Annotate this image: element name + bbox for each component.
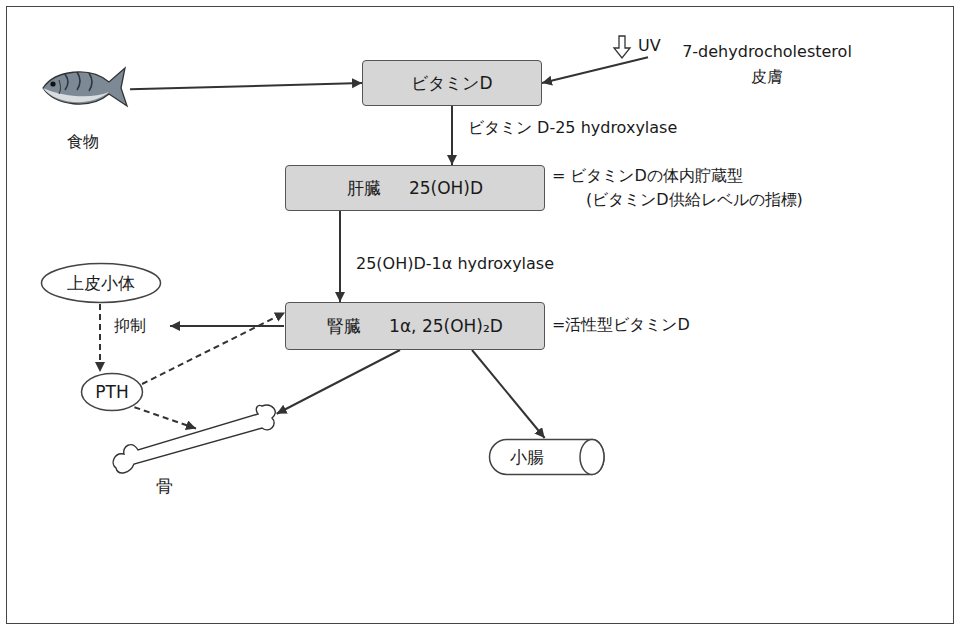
source-text: 7-dehydrocholesterol: [682, 42, 852, 61]
food-illustration: 食物: [35, 58, 130, 156]
flow-arrow: [339, 211, 341, 302]
cylinder-outline: [488, 438, 606, 476]
flow-arrow: [472, 350, 545, 438]
shape-text: 上皮小体: [67, 273, 135, 293]
parathyroid-oval: 上皮小体: [40, 262, 162, 304]
bone-drawing: [112, 402, 280, 482]
dashed-arrow: [142, 313, 285, 384]
inhibition-label: 抑制: [112, 316, 148, 336]
skin-source: 7-dehydrocholesterol 皮膚: [648, 36, 886, 92]
kidney-box: 腎臓 1α, 25(OH)₂D: [285, 302, 545, 350]
uv-label: UV: [636, 36, 663, 56]
shape-text: PTH: [95, 382, 128, 402]
shape-text: 小腸: [510, 447, 544, 467]
intestine-cylinder: 小腸: [488, 438, 606, 476]
box-text: 肝臓: [347, 178, 381, 198]
flow-arrow: [130, 83, 362, 89]
bone-illustration: 骨: [112, 402, 280, 500]
dashed-arrow: [134, 407, 196, 428]
illustration-label: 骨: [156, 476, 173, 496]
box-text: 1α, 25(OH)₂D: [389, 316, 503, 336]
box-text: 25(OH)D: [409, 178, 483, 198]
inhibition-arrow: [170, 325, 284, 327]
storage-note: (ビタミンD供給レベルの指標): [584, 190, 805, 210]
vitamin-d-box: ビタミンD: [362, 60, 542, 106]
illustration-label: 食物: [35, 132, 130, 151]
fish-drawing: [35, 58, 130, 120]
source-text: 皮膚: [751, 67, 783, 86]
box-text: 腎臓: [327, 316, 361, 336]
pth-oval: PTH: [80, 372, 144, 412]
uv-arrow: [614, 36, 630, 58]
dashed-arrow: [99, 304, 101, 372]
flow-arrow: [451, 106, 453, 165]
active-form-note: =活性型ビタミンD: [550, 315, 692, 335]
flow-arrow: [542, 57, 648, 83]
box-text: ビタミンD: [411, 73, 492, 93]
enzyme-label: 25(OH)D-1α hydroxylase: [354, 254, 556, 274]
enzyme-label: ビタミン D-25 hydroxylase: [466, 118, 679, 138]
flow-arrow: [277, 350, 400, 414]
liver-box: 肝臓 25(OH)D: [285, 165, 545, 211]
storage-note: = ビタミンDの体内貯蔵型: [550, 166, 745, 186]
